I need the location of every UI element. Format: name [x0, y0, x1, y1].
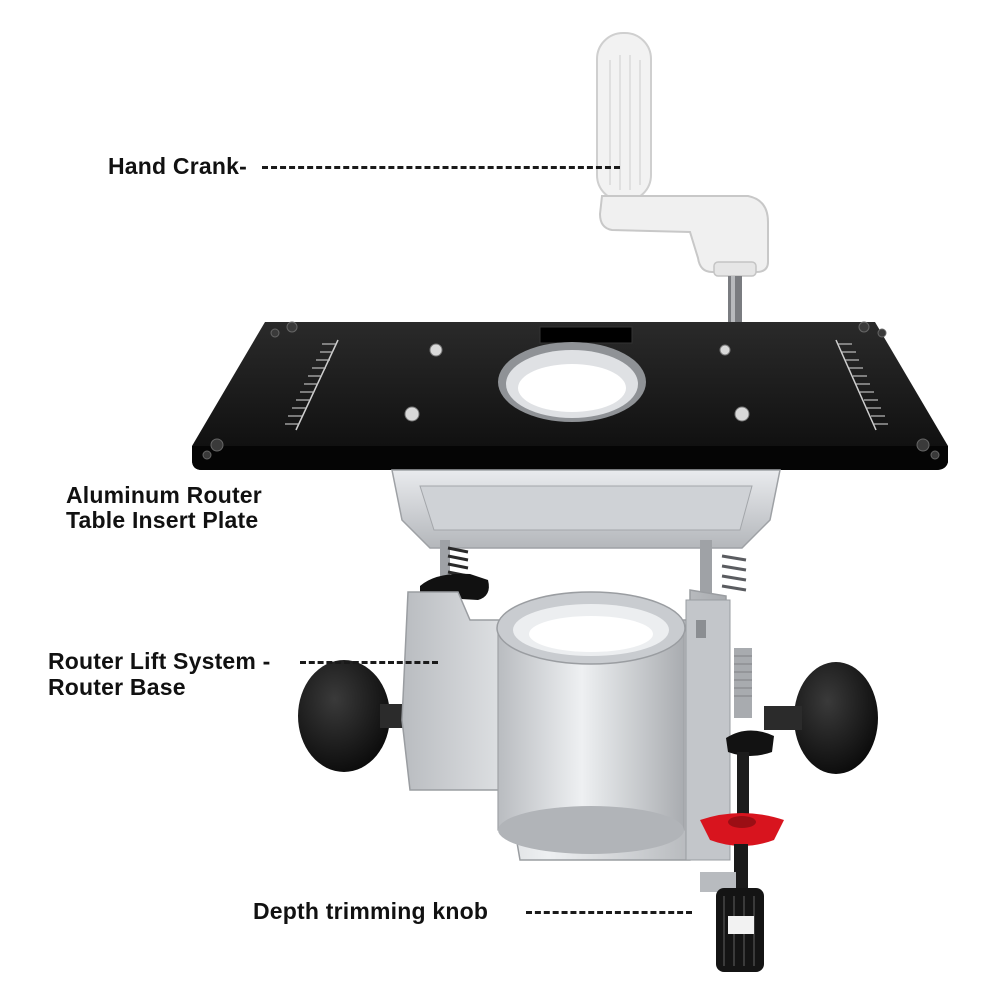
- insert-plate-illustration: [192, 321, 948, 470]
- hand-crank-leader: [262, 166, 620, 169]
- depth-knob-label: Depth trimming knob: [253, 898, 489, 924]
- depth-knob-leader: [526, 911, 692, 914]
- insert-plate-label-line1: Aluminum Router: [66, 482, 262, 508]
- lift-system-leader: [300, 661, 438, 664]
- lift-system-label-line1: Router Lift System -: [48, 648, 271, 674]
- hand-crank-label: Hand Crank-: [108, 153, 247, 179]
- router-base-illustration: [298, 469, 878, 861]
- depth-knob-illustration: [700, 844, 764, 972]
- lift-system-label-line2: Router Base: [48, 674, 186, 700]
- insert-plate-label-line2: Table Insert Plate: [66, 507, 259, 533]
